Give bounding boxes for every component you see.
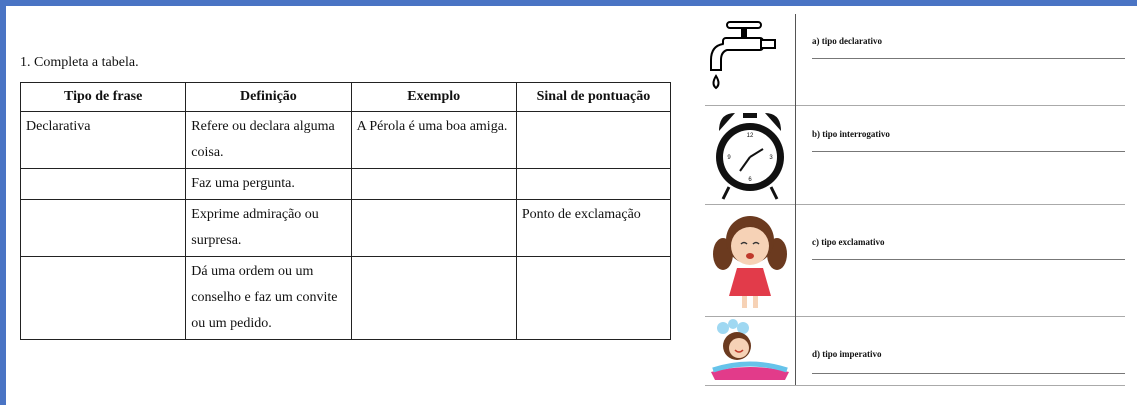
match-label: d) tipo imperativo bbox=[812, 349, 882, 359]
cell-tipo[interactable] bbox=[19, 256, 187, 340]
girl-icon bbox=[705, 204, 796, 316]
table-header-row: Tipo de frase Definição Exemplo Sinal de… bbox=[19, 82, 672, 112]
definicao-line: ou um pedido. bbox=[191, 316, 272, 331]
svg-text:6: 6 bbox=[748, 177, 752, 183]
table-row: Dá uma ordem ou um conselho e faz um conv… bbox=[19, 256, 672, 340]
table-row: Exprime admiração ou surpresa. Ponto de e… bbox=[19, 199, 672, 257]
table-row: Declarativa Refere ou declara alguma cois… bbox=[19, 111, 672, 169]
exercise-instruction: 1. Completa a tabela. bbox=[20, 55, 139, 70]
definicao-line: Refere ou declara alguma bbox=[191, 119, 335, 134]
cell-sinal[interactable]: Ponto de exclamação bbox=[515, 199, 672, 257]
definicao-line: conselho e faz um convite bbox=[191, 290, 338, 305]
answer-line[interactable] bbox=[812, 58, 1125, 59]
match-row-imperativo: d) tipo imperativo bbox=[705, 316, 1125, 386]
cell-exemplo[interactable] bbox=[350, 199, 517, 257]
definicao-line: Exprime admiração ou bbox=[191, 207, 319, 222]
match-label: c) tipo exclamativo bbox=[812, 237, 885, 247]
cell-sinal[interactable] bbox=[515, 111, 672, 169]
cell-tipo[interactable]: Declarativa bbox=[19, 111, 187, 169]
match-label: b) tipo interrogativo bbox=[812, 129, 890, 139]
svg-text:3: 3 bbox=[769, 155, 773, 161]
match-row-interrogativo: 12 3 6 9 b) tipo interrogativo bbox=[705, 105, 1125, 205]
definicao-line: surpresa. bbox=[191, 233, 242, 248]
cell-tipo[interactable] bbox=[19, 199, 187, 257]
match-label: a) tipo declarativo bbox=[812, 36, 882, 46]
matching-panel: a) tipo declarativo 12 3 6 9 b) tipo int… bbox=[705, 14, 1125, 386]
tap-icon bbox=[705, 14, 796, 105]
cell-tipo[interactable] bbox=[19, 168, 187, 200]
alarm-clock-icon: 12 3 6 9 bbox=[705, 105, 796, 204]
header-sinal: Sinal de pontuação bbox=[515, 82, 672, 112]
sentence-types-table: Tipo de frase Definição Exemplo Sinal de… bbox=[19, 82, 672, 340]
girl-bathing-icon bbox=[705, 316, 796, 385]
cell-sinal[interactable] bbox=[515, 168, 672, 200]
svg-text:9: 9 bbox=[727, 155, 731, 161]
header-definicao: Definição bbox=[185, 82, 352, 112]
cell-sinal[interactable] bbox=[515, 256, 672, 340]
cell-exemplo[interactable]: A Pérola é uma boa amiga. bbox=[350, 111, 517, 169]
answer-line[interactable] bbox=[812, 151, 1125, 152]
definicao-line: Dá uma ordem ou um bbox=[191, 264, 314, 279]
definicao-line: coisa. bbox=[191, 145, 224, 160]
svg-text:12: 12 bbox=[747, 133, 754, 139]
cell-definicao: Dá uma ordem ou um conselho e faz um conv… bbox=[185, 256, 352, 340]
header-tipo: Tipo de frase bbox=[19, 82, 187, 112]
table-row: Faz uma pergunta. bbox=[19, 168, 672, 200]
answer-line[interactable] bbox=[812, 373, 1125, 374]
cell-definicao: Exprime admiração ou surpresa. bbox=[185, 199, 352, 257]
answer-line[interactable] bbox=[812, 259, 1125, 260]
definicao-line: Faz uma pergunta. bbox=[191, 176, 295, 191]
header-exemplo: Exemplo bbox=[350, 82, 517, 112]
cell-definicao: Faz uma pergunta. bbox=[185, 168, 352, 200]
match-row-declarativo: a) tipo declarativo bbox=[705, 14, 1125, 106]
cell-definicao: Refere ou declara alguma coisa. bbox=[185, 111, 352, 169]
match-row-exclamativo: c) tipo exclamativo bbox=[705, 204, 1125, 317]
cell-exemplo[interactable] bbox=[350, 256, 517, 340]
cell-exemplo[interactable] bbox=[350, 168, 517, 200]
